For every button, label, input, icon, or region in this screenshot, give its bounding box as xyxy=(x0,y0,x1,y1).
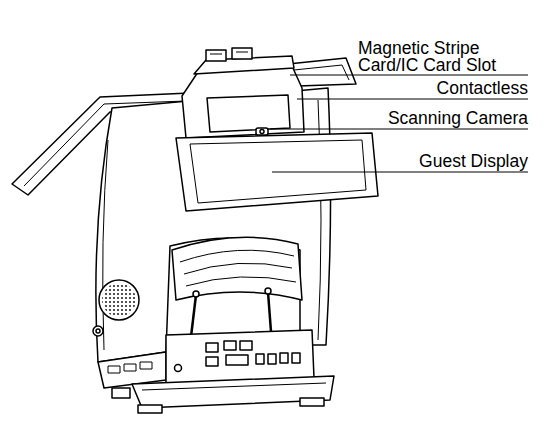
power-button xyxy=(96,329,100,333)
rear-port-panel xyxy=(292,353,300,363)
cable-cover xyxy=(172,237,302,345)
rear-port-panel xyxy=(226,355,248,365)
rear-port-panel xyxy=(206,343,218,352)
side-ports xyxy=(140,362,152,369)
customer-display xyxy=(182,66,304,138)
card-reader xyxy=(194,48,294,74)
cable-cover xyxy=(172,237,302,300)
speaker-grill xyxy=(99,280,139,320)
rear-port-panel xyxy=(280,353,288,363)
part-label: Scanning Camera xyxy=(340,110,528,127)
rear-port-panel xyxy=(256,354,264,364)
part-label: Guest Display xyxy=(340,153,528,170)
cable-cover xyxy=(186,277,296,286)
card-reader xyxy=(232,48,252,59)
speaker-grill xyxy=(102,283,136,317)
leader-line xyxy=(270,129,528,130)
cable-cover xyxy=(180,250,294,262)
rear-port-panel xyxy=(166,330,314,384)
rear-port-panel xyxy=(206,357,218,366)
base-plate xyxy=(112,376,334,413)
part-label: Magnetic Stripe Card/IC Card Slot xyxy=(358,40,536,74)
customer-display xyxy=(207,95,290,132)
scanning-camera xyxy=(256,128,268,135)
card-reader xyxy=(210,54,222,55)
leader-line xyxy=(270,75,528,172)
base-plate xyxy=(138,405,162,413)
base-plate xyxy=(300,398,324,406)
rear-port-panel xyxy=(268,354,276,364)
rear-port-panel xyxy=(224,341,236,350)
side-ports xyxy=(124,364,136,371)
part-label: Contactless xyxy=(340,80,528,97)
card-reader xyxy=(236,52,248,53)
leader-line xyxy=(272,172,528,173)
card-reader xyxy=(206,50,226,61)
power-button xyxy=(93,326,103,336)
base-plate xyxy=(112,388,130,398)
rear-port-panel xyxy=(166,330,314,384)
base-plate xyxy=(132,376,334,408)
rear-port-panel xyxy=(175,365,182,372)
cable-cover xyxy=(265,288,271,294)
terminal-body xyxy=(103,140,108,350)
cable-cover xyxy=(193,291,199,297)
rear-port-panel xyxy=(240,341,252,350)
scanning-camera xyxy=(256,128,268,135)
side-ports xyxy=(108,366,120,373)
cable-cover xyxy=(184,263,292,274)
customer-display xyxy=(182,66,304,138)
speaker-grill xyxy=(99,280,139,320)
leader-line xyxy=(297,99,528,100)
scanning-camera xyxy=(260,130,264,134)
terminal-outline xyxy=(12,48,378,413)
base-plate xyxy=(142,383,326,390)
main-display-wing xyxy=(294,65,349,80)
leader-line xyxy=(290,75,528,76)
